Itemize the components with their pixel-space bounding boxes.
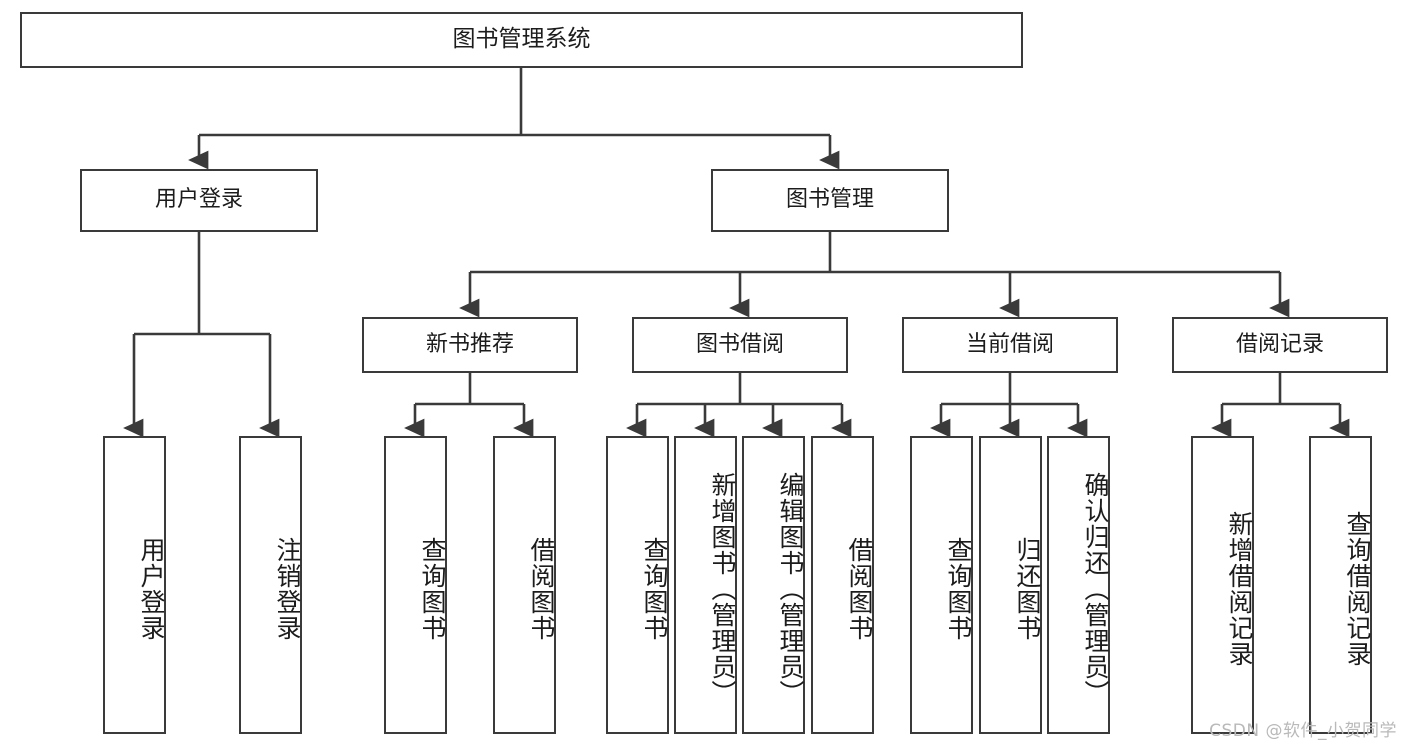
- leaf-edit-book-admin[interactable]: 编辑图书（管理员）: [742, 436, 805, 734]
- node-borrowing-records[interactable]: 借阅记录: [1172, 317, 1388, 373]
- leaf-return-book[interactable]: 归还图书: [979, 436, 1042, 734]
- node-label: 查询图书: [418, 537, 447, 641]
- leaf-borrow-book[interactable]: 借阅图书: [811, 436, 874, 734]
- node-label: 编辑图书（管理员）: [776, 472, 805, 706]
- leaf-logout[interactable]: 注销登录: [239, 436, 302, 734]
- node-new-book-recommendation[interactable]: 新书推荐: [362, 317, 578, 373]
- leaf-recommend-borrow-book[interactable]: 借阅图书: [493, 436, 556, 734]
- node-label: 图书管理系统: [452, 26, 591, 53]
- node-label: 用户登录: [137, 537, 166, 641]
- node-label: 新增图书（管理员）: [708, 472, 737, 706]
- node-label: 当前借阅: [965, 331, 1054, 357]
- node-label: 确认归还（管理员）: [1081, 472, 1110, 706]
- node-label: 查询图书: [944, 537, 973, 641]
- node-label: 用户登录: [154, 187, 243, 213]
- node-user-login[interactable]: 用户登录: [80, 169, 318, 232]
- leaf-recommend-query-book[interactable]: 查询图书: [384, 436, 447, 734]
- node-label: 新增借阅记录: [1225, 511, 1254, 667]
- node-label: 图书借阅: [695, 331, 784, 357]
- node-label: 查询图书: [640, 537, 669, 641]
- leaf-user-login[interactable]: 用户登录: [103, 436, 166, 734]
- node-label: 图书管理: [785, 187, 874, 213]
- leaf-add-borrow-record[interactable]: 新增借阅记录: [1191, 436, 1254, 734]
- node-current-borrowing[interactable]: 当前借阅: [902, 317, 1118, 373]
- node-root-book-management-system[interactable]: 图书管理系统: [20, 12, 1023, 68]
- node-label: 借阅图书: [845, 537, 874, 641]
- leaf-current-query-book[interactable]: 查询图书: [910, 436, 973, 734]
- node-label: 注销登录: [273, 537, 302, 641]
- node-book-borrowing[interactable]: 图书借阅: [632, 317, 848, 373]
- node-label: 借阅图书: [527, 537, 556, 641]
- leaf-confirm-return-admin[interactable]: 确认归还（管理员）: [1047, 436, 1110, 734]
- leaf-query-borrow-record[interactable]: 查询借阅记录: [1309, 436, 1372, 734]
- node-label: 查询借阅记录: [1343, 511, 1372, 667]
- node-book-management[interactable]: 图书管理: [711, 169, 949, 232]
- node-label: 归还图书: [1013, 537, 1042, 641]
- node-label: 借阅记录: [1235, 331, 1324, 357]
- leaf-borrow-query-book[interactable]: 查询图书: [606, 436, 669, 734]
- leaf-add-book-admin[interactable]: 新增图书（管理员）: [674, 436, 737, 734]
- node-label: 新书推荐: [425, 331, 514, 357]
